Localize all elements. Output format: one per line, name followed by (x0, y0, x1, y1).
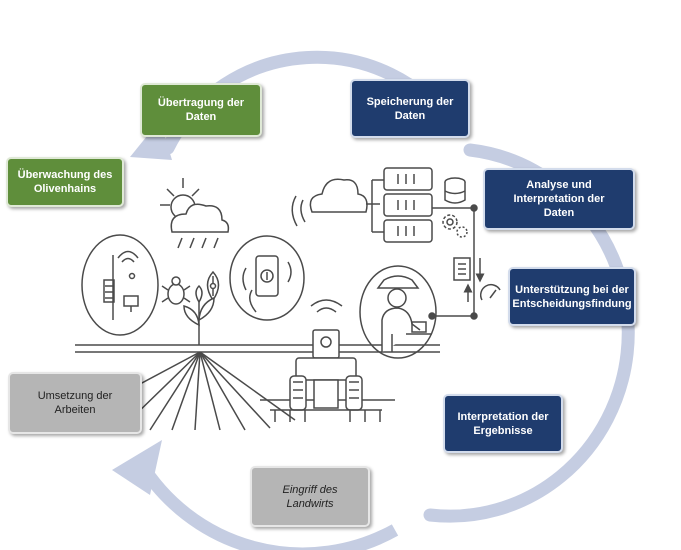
step-farmer-intervention: Eingriff des Landwirts (250, 466, 370, 527)
step-data-transfer: Übertragung der Daten (140, 83, 262, 137)
bug-icon (161, 276, 191, 305)
server-rack-icon (366, 167, 433, 243)
gear-icon (442, 214, 468, 238)
tractor-icon (270, 299, 382, 422)
step-monitoring: Überwachung des Olivenhains (6, 157, 124, 207)
olive-tree-sensor-icon (81, 234, 159, 336)
leaf-icon (206, 270, 220, 302)
smartphone-icon (229, 235, 305, 321)
cycle-arc-bottom (134, 458, 399, 550)
farmer-laptop-icon (359, 265, 437, 359)
step-work-implementation: Umsetzung der Arbeiten (8, 372, 142, 434)
gauge-icon (479, 284, 501, 301)
database-icon (444, 177, 466, 204)
connector-lines (428, 204, 485, 320)
step-data-storage: Speicherung der Daten (350, 79, 470, 138)
step-decision-support: Unterstützung bei der Entscheidungsfindu… (508, 267, 636, 326)
step-result-interpretation: Interpretation der Ergebnisse (443, 394, 563, 453)
sun-cloud-rain-icon (160, 178, 230, 249)
step-data-analysis: Analyse und Interpretation der Daten (483, 168, 635, 230)
field-rows-icon (75, 344, 440, 431)
sprout-icon (183, 284, 215, 345)
cycle-arrowhead-bottom (112, 440, 162, 495)
cloud-icon (291, 178, 368, 227)
document-icon (453, 257, 471, 281)
